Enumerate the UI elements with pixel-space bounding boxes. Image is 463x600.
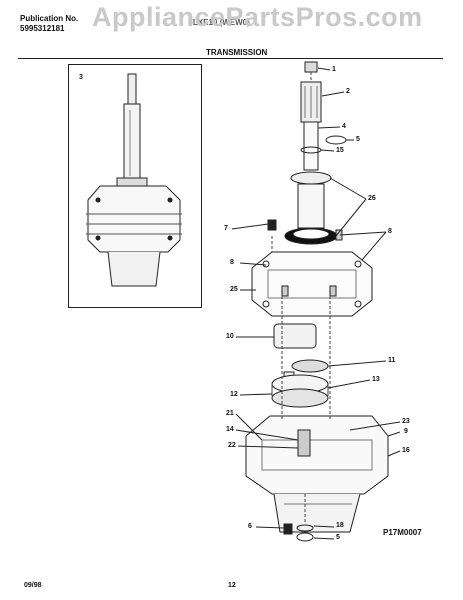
diagram-code: P17M0007 bbox=[383, 528, 422, 537]
callout-10: 10 bbox=[226, 333, 234, 340]
publication-number: 5995312181 bbox=[20, 24, 65, 33]
callout-6: 6 bbox=[248, 523, 252, 530]
callout-23: 23 bbox=[402, 418, 410, 425]
callout-16: 16 bbox=[402, 447, 410, 454]
callout-4: 4 bbox=[342, 123, 346, 130]
title-rule bbox=[18, 58, 443, 59]
callout-15: 15 bbox=[336, 147, 344, 154]
callout-2: 2 bbox=[346, 88, 350, 95]
callout-21: 21 bbox=[226, 410, 234, 417]
callout-5-bottom: 5 bbox=[336, 534, 340, 541]
callout-7: 7 bbox=[224, 225, 228, 232]
callout-25: 25 bbox=[230, 286, 238, 293]
callout-1: 1 bbox=[332, 66, 336, 73]
callout-14: 14 bbox=[226, 426, 234, 433]
callout-13: 13 bbox=[372, 376, 380, 383]
model-text: FLXE10 (WEW0) bbox=[188, 18, 250, 27]
callout-26: 26 bbox=[368, 195, 376, 202]
page-title: TRANSMISSION bbox=[206, 48, 268, 57]
inset-assembly-drawing bbox=[86, 73, 182, 287]
callout-9: 9 bbox=[404, 428, 408, 435]
watermark-text: AppliancePartsPros.com bbox=[92, 2, 423, 32]
publication-label: Publication No. bbox=[20, 14, 79, 23]
inset-frame bbox=[68, 64, 202, 308]
callout-22: 22 bbox=[228, 442, 236, 449]
callout-12: 12 bbox=[230, 391, 238, 398]
callout-3: 3 bbox=[79, 74, 83, 81]
callout-8-right: 8 bbox=[388, 228, 392, 235]
callout-11: 11 bbox=[388, 357, 396, 364]
callout-5: 5 bbox=[356, 136, 360, 143]
exploded-view-drawing bbox=[231, 61, 401, 542]
callout-18: 18 bbox=[336, 522, 344, 529]
callout-8-left: 8 bbox=[230, 259, 234, 266]
footer-page-number: 12 bbox=[228, 582, 236, 589]
footer-date: 09/98 bbox=[24, 582, 42, 589]
